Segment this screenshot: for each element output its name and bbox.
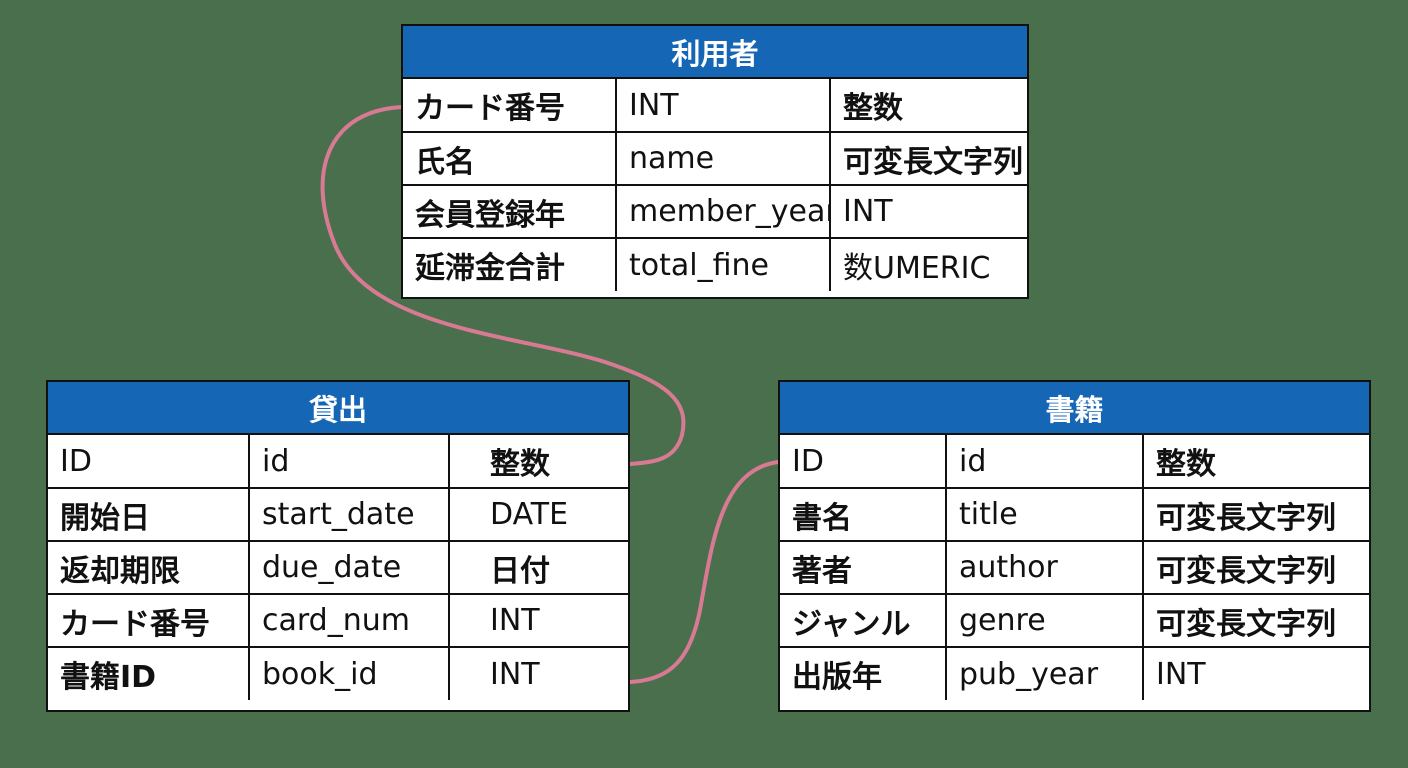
entity-title: 貸出 <box>48 382 628 435</box>
field-column: title <box>946 488 1144 542</box>
field-name: カード番号 <box>403 79 617 133</box>
field-column: total_fine <box>616 238 831 291</box>
field-table: カード番号 INT 整数 氏名 name 可変長文字列 会員登録年 member… <box>403 79 1027 291</box>
field-name: ID <box>48 435 250 489</box>
field-name: 会員登録年 <box>403 185 617 239</box>
field-row[interactable]: カード番号 card_num INT <box>48 594 628 648</box>
field-row[interactable]: 書籍ID book_id INT <box>48 647 628 700</box>
field-name: 氏名 <box>403 132 617 186</box>
field-column: name <box>616 132 831 186</box>
field-row[interactable]: 著者 author 可変長文字列 <box>780 541 1369 595</box>
field-row[interactable]: 書名 title 可変長文字列 <box>780 488 1369 542</box>
field-name: 延滞金合計 <box>403 238 617 291</box>
field-column: member_year <box>616 185 831 239</box>
connector-loan-bookid-to-book-id <box>628 460 780 684</box>
field-type: INT <box>1156 656 1206 692</box>
field-row[interactable]: 開始日 start_date DATE <box>48 488 628 542</box>
field-column: pub_year <box>946 647 1144 700</box>
entity-book[interactable]: 書籍 ID id 整数 書名 title 可変長文字列 著者 author 可変… <box>778 380 1371 712</box>
field-row[interactable]: ID id 整数 <box>780 435 1369 489</box>
field-row[interactable]: ID id 整数 <box>48 435 628 489</box>
field-type: INT <box>490 656 540 692</box>
field-name: 著者 <box>780 541 947 595</box>
field-column: genre <box>946 594 1144 648</box>
entity-title: 書籍 <box>780 382 1369 435</box>
field-column: start_date <box>249 488 450 542</box>
field-type: 可変長文字列 <box>1143 488 1369 542</box>
field-name: 書籍ID <box>48 647 250 700</box>
field-row[interactable]: 氏名 name 可変長文字列 <box>403 132 1027 186</box>
field-row[interactable]: ジャンル genre 可変長文字列 <box>780 594 1369 648</box>
field-type: INT <box>830 185 1027 239</box>
field-type: 可変長文字列 <box>1143 594 1369 648</box>
field-type: 数UMERIC <box>843 251 991 286</box>
connector-user-card-to-loan-id <box>320 105 686 466</box>
field-type: DATE <box>449 488 628 542</box>
field-name: 開始日 <box>48 488 250 542</box>
entity-loan[interactable]: 貸出 ID id 整数 開始日 start_date DATE 返却期限 due… <box>46 380 630 712</box>
field-name: 返却期限 <box>48 541 250 595</box>
field-name: 書名 <box>780 488 947 542</box>
field-type: 整数 <box>449 435 628 489</box>
entity-title: 利用者 <box>403 26 1027 79</box>
field-table: ID id 整数 書名 title 可変長文字列 著者 author 可変長文字… <box>780 435 1369 700</box>
field-column: due_date <box>249 541 450 595</box>
entity-user[interactable]: 利用者 カード番号 INT 整数 氏名 name 可変長文字列 会員登録年 me… <box>401 24 1029 299</box>
field-type: INT <box>449 594 628 648</box>
field-table: ID id 整数 開始日 start_date DATE 返却期限 due_da… <box>48 435 628 700</box>
field-column: card_num <box>249 594 450 648</box>
field-row[interactable]: カード番号 INT 整数 <box>403 79 1027 133</box>
field-column: author <box>946 541 1144 595</box>
field-row[interactable]: 返却期限 due_date 日付 <box>48 541 628 595</box>
field-name: カード番号 <box>48 594 250 648</box>
field-type: 日付 <box>449 541 628 595</box>
field-row[interactable]: 会員登録年 member_year INT <box>403 185 1027 239</box>
field-column: INT <box>616 79 831 133</box>
field-column: id <box>249 435 450 489</box>
field-type: 可変長文字列 <box>830 132 1027 186</box>
field-type: 可変長文字列 <box>1143 541 1369 595</box>
field-row[interactable]: 出版年 pub_year INT <box>780 647 1369 700</box>
field-name: ID <box>780 435 947 489</box>
field-row[interactable]: 延滞金合計 total_fine 数UMERIC <box>403 238 1027 291</box>
field-type: 整数 <box>1143 435 1369 489</box>
field-column: id <box>946 435 1144 489</box>
field-name: 出版年 <box>780 647 947 700</box>
field-column: book_id <box>249 647 450 700</box>
field-name: ジャンル <box>780 594 947 648</box>
field-type: 整数 <box>830 79 1027 133</box>
